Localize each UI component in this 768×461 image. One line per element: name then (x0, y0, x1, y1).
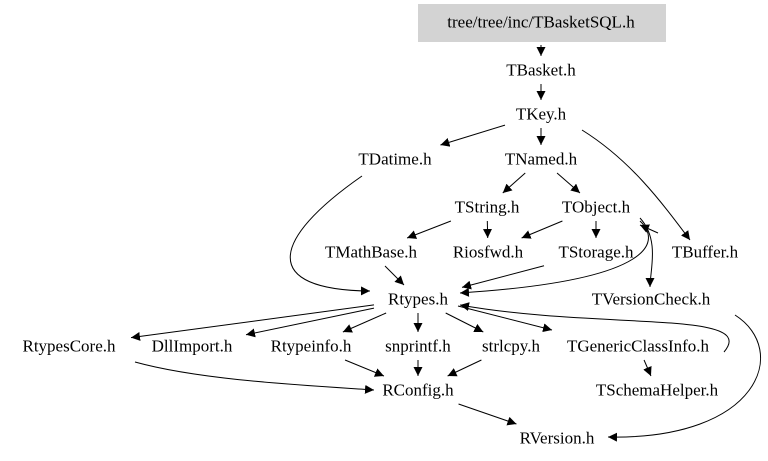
edge-Rtypes-to-DllImport (245, 307, 375, 338)
edge-Rtypes-to-Rtypeinfo (342, 312, 387, 333)
root-node-box (418, 4, 666, 42)
edge-strlcpy-to-RConfig (447, 359, 482, 377)
edge-TGenericClassInfo-to-Rtypes (459, 302, 730, 353)
nodes: tree/tree/inc/TBasketSQL.hTBasket.hTKey.… (22, 13, 738, 448)
edge-TGenericClassInfo-to-TSchemaHelper (643, 359, 652, 377)
node-TObject[interactable]: TObject.h (562, 198, 631, 217)
edge-RConfig-to-RVersion (458, 403, 517, 426)
node-TVersionCheck[interactable]: TVersionCheck.h (592, 290, 711, 309)
edge-Rtypes-to-strlcpy (445, 312, 484, 333)
edge-Rtypes-to-RtypesCore (130, 304, 375, 341)
node-snprintf[interactable]: snprintf.h (385, 337, 451, 356)
edge-TNamed-to-TString (502, 172, 526, 194)
node-RtypesCore[interactable]: RtypesCore.h (22, 337, 116, 356)
node-TGenericClassInfo[interactable]: TGenericClassInfo.h (567, 337, 710, 356)
edge-TKey-to-TDatime (440, 124, 506, 147)
node-DllImport[interactable]: DllImport.h (152, 337, 233, 356)
edge-TNamed-to-TObject (556, 172, 581, 194)
edge-TObject-to-TVersionCheck (639, 217, 655, 288)
node-RVersion[interactable]: RVersion.h (520, 429, 595, 448)
edge-RtypesCore-to-RConfig (134, 361, 375, 394)
edge-TString-to-TMathBase (406, 220, 452, 239)
edge-TStorage-to-Rtypes (461, 265, 545, 290)
edge-TMathBase-to-Rtypes (384, 265, 405, 286)
node-TNamed[interactable]: TNamed.h (505, 150, 578, 169)
node-Rtypeinfo[interactable]: Rtypeinfo.h (271, 337, 352, 356)
edge-Rtypes-to-TGenericClassInfo (457, 305, 553, 333)
node-TDatime[interactable]: TDatime.h (358, 150, 432, 169)
node-Riosfwd[interactable]: Riosfwd.h (453, 243, 524, 262)
edges (130, 45, 761, 442)
node-TString[interactable]: TString.h (455, 198, 520, 217)
edge-TDatime-to-Rtypes (289, 175, 371, 296)
node-RConfig[interactable]: RConfig.h (382, 381, 454, 400)
edge-TVersionCheck-to-RVersion (607, 314, 761, 442)
node-TSchemaHelper[interactable]: TSchemaHelper.h (596, 381, 719, 400)
node-TBasket[interactable]: TBasket.h (506, 61, 576, 80)
edge-Rtypeinfo-to-RConfig (344, 359, 385, 377)
edge-TObject-to-Riosfwd (521, 220, 563, 239)
node-TStorage[interactable]: TStorage.h (558, 243, 634, 262)
node-TMathBase[interactable]: TMathBase.h (325, 243, 418, 262)
node-Rtypes[interactable]: Rtypes.h (388, 290, 448, 309)
edge-TBuffer-to-TObject (639, 224, 659, 234)
node-TBuffer[interactable]: TBuffer.h (672, 243, 739, 262)
edge-TKey-to-TBuffer (581, 129, 691, 241)
node-TKey[interactable]: TKey.h (516, 105, 567, 124)
node-strlcpy[interactable]: strlcpy.h (482, 337, 540, 356)
node-root[interactable]: tree/tree/inc/TBasketSQL.h (447, 13, 635, 32)
